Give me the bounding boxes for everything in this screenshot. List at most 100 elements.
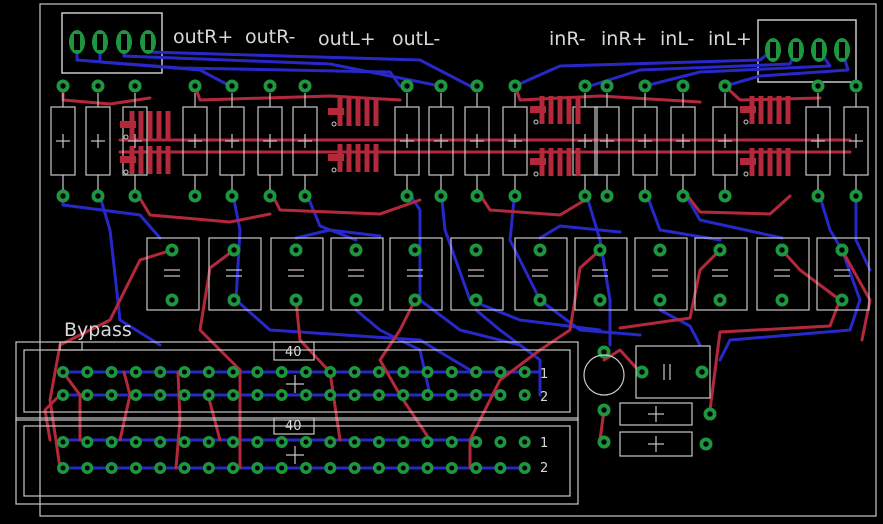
pad-hole <box>376 465 382 471</box>
relay-smd-pad <box>785 148 791 176</box>
pad-hole <box>497 369 503 375</box>
pad-hole <box>84 465 90 471</box>
top-trace <box>840 248 872 342</box>
pad-hole <box>512 193 518 199</box>
lower-right-components <box>583 345 711 457</box>
relay-smd-pad <box>138 146 144 174</box>
pad-hole <box>229 83 235 89</box>
top-trace <box>61 370 82 442</box>
pad-hole <box>303 465 309 471</box>
pad-hole <box>473 392 479 398</box>
pad-hole <box>133 369 139 375</box>
bottom-trace <box>583 188 612 347</box>
bottom-trace <box>681 188 784 240</box>
capacitor-outline <box>756 237 810 311</box>
pad-hole <box>604 193 610 199</box>
pad-hole <box>206 369 212 375</box>
pad-hole <box>424 392 431 398</box>
pad-hole <box>353 297 359 303</box>
pad-hole <box>327 369 333 375</box>
top-trace <box>294 298 342 442</box>
pad-hole <box>707 411 713 417</box>
relay-smd-pad <box>767 96 773 124</box>
top-trace <box>198 248 242 470</box>
relay-smd-pad <box>566 148 572 176</box>
pad-hole <box>254 439 260 445</box>
relay-smd-pad <box>120 156 136 163</box>
relay-smd-pad <box>767 148 773 176</box>
pad-hole <box>352 439 358 445</box>
pad-hole <box>84 369 90 375</box>
pad-hole <box>293 297 299 303</box>
pad-hole <box>60 193 66 199</box>
bottom-trace <box>474 308 542 397</box>
pad-hole <box>352 369 358 375</box>
pad-hole <box>254 465 260 471</box>
relay-smd-pad <box>147 111 153 139</box>
relay-smd-pad <box>758 148 764 176</box>
relay-marker <box>331 167 337 173</box>
pad-hole <box>597 247 603 253</box>
pad-hole <box>157 439 163 445</box>
relay-smd-pad <box>373 144 379 172</box>
label-header-top-value: 40 <box>285 345 302 360</box>
top-trace <box>133 188 272 224</box>
relay-smd-pad <box>373 98 379 126</box>
input-terminal-pads <box>765 38 850 62</box>
capacitor-outline <box>389 237 443 311</box>
input-terminal-block <box>757 19 857 83</box>
pad-hole <box>522 439 528 445</box>
label-out-r-plus: outR+ <box>173 26 233 48</box>
top-trace <box>708 248 842 412</box>
pad-hole <box>522 465 528 471</box>
pad-hole <box>537 297 543 303</box>
pad-hole <box>60 439 66 445</box>
pad-hole <box>60 392 66 398</box>
pad-hole <box>133 392 139 398</box>
capacitor-outline <box>208 237 262 311</box>
pad-hole <box>400 392 406 398</box>
capacitor-outline <box>574 237 628 311</box>
silkscreen-outlines <box>50 93 870 464</box>
label-out-r-minus: outR- <box>245 26 295 48</box>
pad-hole <box>642 193 648 199</box>
pad-hole <box>279 465 285 471</box>
pad-hole <box>404 193 410 199</box>
pad-hole <box>699 369 705 375</box>
pad-hole <box>327 439 333 445</box>
top-trace <box>48 248 174 470</box>
relay-smd-pad <box>355 98 361 126</box>
capacitor-outline <box>634 237 688 311</box>
pad-hole <box>722 193 728 199</box>
capacitor-outline <box>816 237 870 311</box>
pad-hole <box>230 465 236 471</box>
pad-hole <box>522 392 528 398</box>
relay-smd-pad <box>758 96 764 124</box>
relay-smd-pad <box>776 96 782 124</box>
relay-smd-pad <box>548 96 554 124</box>
pad-hole <box>206 439 212 445</box>
pad-hole <box>537 247 543 253</box>
pad-hole <box>839 297 845 303</box>
relay-smd-pad <box>147 146 153 174</box>
top-trace <box>681 188 792 216</box>
bottom-trace <box>643 188 722 242</box>
pad-hole <box>109 439 115 445</box>
bottom-trace <box>538 224 622 240</box>
label-row-1-bottom: 1 <box>540 436 548 451</box>
pad-hole <box>60 369 66 375</box>
relay-pads <box>120 96 791 177</box>
top-trace <box>378 298 432 442</box>
through-hole-pads <box>56 79 863 474</box>
top-trace <box>723 84 822 102</box>
pad-hole <box>473 465 479 471</box>
pad-hole <box>132 193 138 199</box>
pad-hole <box>352 465 358 471</box>
label-in-l-plus: inL+ <box>708 28 752 50</box>
top-trace <box>475 188 587 217</box>
pad-hole <box>181 465 188 471</box>
relay-smd-pad <box>566 96 572 124</box>
pad-hole <box>181 439 188 445</box>
top-trace <box>43 393 62 442</box>
pad-hole <box>449 392 455 398</box>
